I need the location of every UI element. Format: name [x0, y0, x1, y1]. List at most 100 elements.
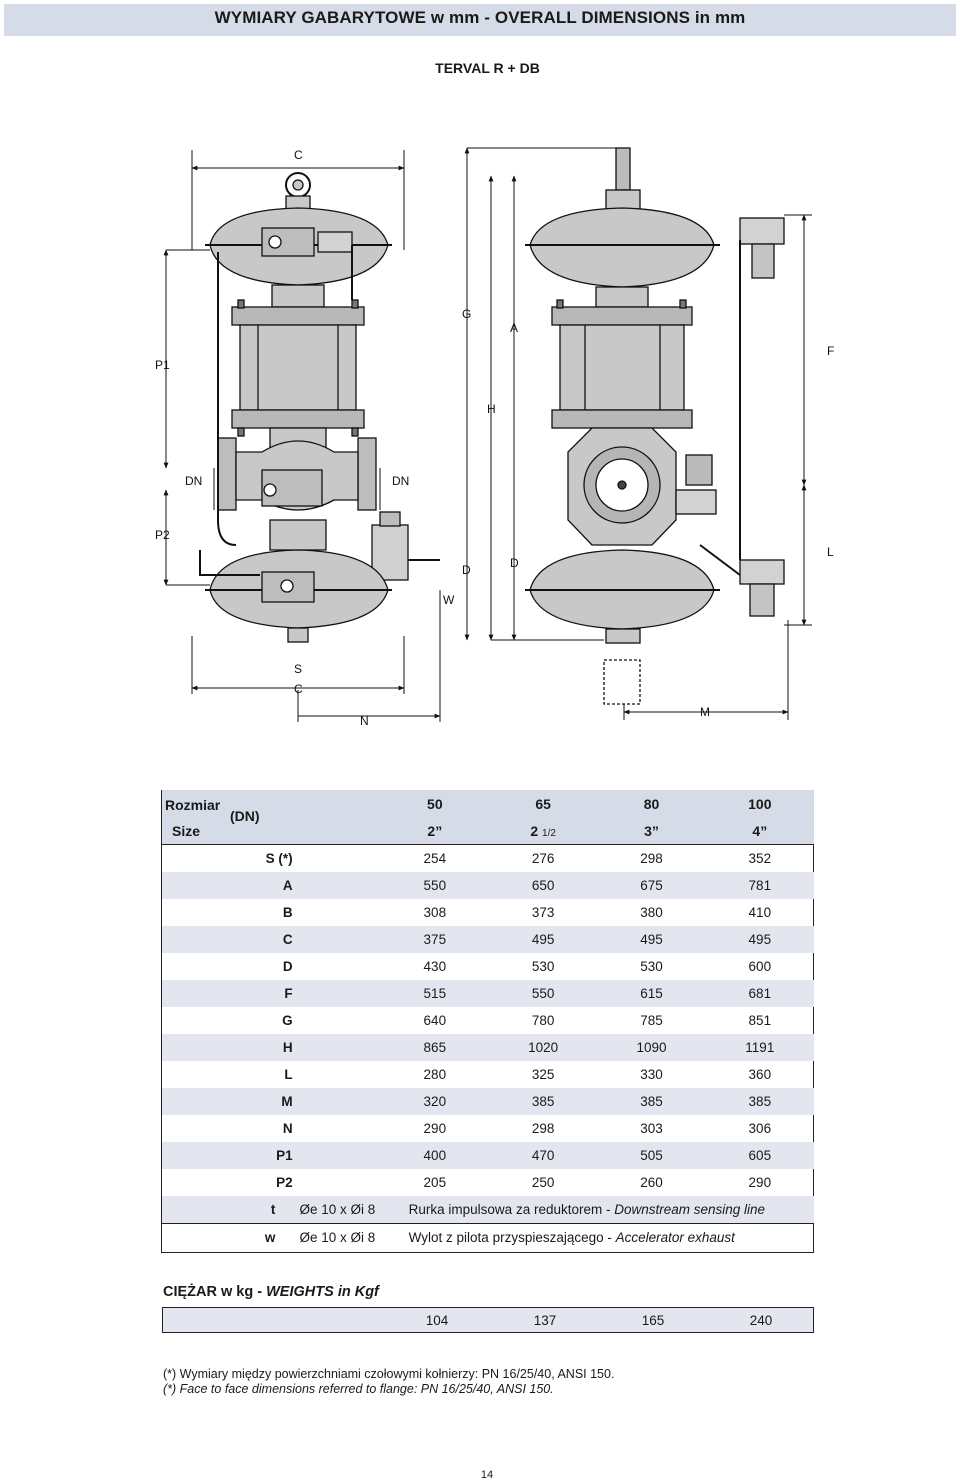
header-inch-4: 4” — [705, 817, 814, 845]
header-inch-2-half: 2 1/2 — [488, 817, 598, 845]
dimension-drawing: C G A F P1 H DN DN P2 L D D W S C N M — [155, 147, 834, 728]
row-value: 303 — [640, 1121, 663, 1136]
row-value: 430 — [423, 959, 447, 974]
dim-label-m: M — [700, 705, 710, 719]
header-rozmiar: Rozmiar — [165, 797, 221, 813]
row-key: P1 — [162, 1142, 381, 1169]
tube-desc-pl: Wylot z pilota przyspieszającego - — [408, 1230, 616, 1245]
tube-desc-en: Accelerator exhaust — [615, 1230, 735, 1245]
row-value: 380 — [640, 905, 663, 920]
row-value: 410 — [748, 905, 772, 920]
dim-label-f: F — [827, 344, 834, 358]
row-value: 550 — [380, 872, 489, 899]
tube-description: Wylot z pilota przyspieszającego - Accel… — [380, 1223, 814, 1251]
row-value: 298 — [531, 1121, 555, 1136]
row-value: 470 — [488, 1142, 598, 1169]
tube-row: w Øe 10 x Øi 8 Wylot z pilota przyspieszaj… — [162, 1223, 814, 1251]
table-header-row: Rozmiar (DN) Size 50 65 80 100 — [162, 790, 814, 845]
row-value: 320 — [380, 1088, 489, 1115]
dim-label-dn-right: DN — [392, 474, 409, 488]
dim-label-p2: P2 — [155, 528, 170, 542]
header-inch-2-half-whole: 2 — [530, 822, 543, 839]
row-key: H — [162, 1034, 381, 1061]
tube-description: Rurka impulsowa za reduktorem - Downstre… — [380, 1196, 814, 1224]
row-value: 250 — [531, 1175, 555, 1190]
row-value: 254 — [380, 844, 489, 872]
footnote-en: (*) Face to face dimensions referred to … — [163, 1382, 554, 1396]
row-value: 290 — [748, 1175, 772, 1190]
row-value: 360 — [748, 1067, 772, 1082]
row-value: 605 — [705, 1142, 814, 1169]
row-value: 276 — [488, 844, 598, 872]
row-value: 781 — [705, 872, 814, 899]
row-value: 785 — [640, 1013, 663, 1028]
row-value: 615 — [597, 980, 706, 1007]
row-value: 495 — [597, 926, 706, 953]
header-dn-50: 50 — [380, 790, 489, 817]
front-view — [199, 172, 440, 643]
row-key: M — [162, 1088, 381, 1115]
row-value: 260 — [640, 1175, 663, 1190]
header-dn-100: 100 — [705, 790, 814, 817]
tube-key: w — [264, 1230, 276, 1245]
row-key: F — [162, 980, 381, 1007]
header-dn: (DN) — [230, 808, 260, 824]
row-value: 400 — [380, 1142, 489, 1169]
row-value: 780 — [531, 1013, 555, 1028]
tube-key-cell: w Øe 10 x Øi 8 — [162, 1223, 381, 1251]
row-value: 530 — [640, 959, 663, 974]
dim-label-n: N — [360, 714, 369, 728]
row-value: 325 — [531, 1067, 555, 1082]
dimension-lines — [163, 147, 812, 722]
row-value: 865 — [380, 1034, 489, 1061]
header-band — [4, 4, 956, 36]
row-value: 385 — [488, 1088, 598, 1115]
row-value: 306 — [748, 1121, 772, 1136]
row-value: 515 — [380, 980, 489, 1007]
page-number: 14 — [480, 1469, 494, 1481]
row-key: L — [284, 1067, 293, 1082]
row-value: 385 — [705, 1088, 814, 1115]
row-value: 375 — [380, 926, 489, 953]
row-value: 1020 — [488, 1034, 598, 1061]
dim-label-g: G — [462, 307, 471, 321]
row-value: 290 — [423, 1121, 447, 1136]
weight-dn80: 165 — [641, 1313, 665, 1328]
row-key: B — [282, 905, 293, 920]
row-value: 530 — [531, 959, 555, 974]
row-value: 675 — [597, 872, 706, 899]
tube-desc-pl: Rurka impulsowa za reduktorem - — [408, 1202, 615, 1217]
row-value: 650 — [488, 872, 598, 899]
row-key: G — [282, 1013, 293, 1028]
row-value: 681 — [705, 980, 814, 1007]
row-value: 851 — [748, 1013, 772, 1028]
table-header-inch-row: 2” 2 1/2 3” 4” — [162, 817, 814, 845]
weights-label: CIĘŻAR w kg - WEIGHTS in Kgf — [163, 1284, 379, 1300]
dim-label-h: H — [487, 402, 496, 416]
tube-key: t — [270, 1202, 276, 1217]
dim-label-w: W — [443, 593, 455, 607]
footnote-pl: (*) Wymiary między powierzchniami czołow… — [163, 1367, 615, 1381]
row-value: 550 — [488, 980, 598, 1007]
tube-size: Øe 10 x Øi 8 — [299, 1230, 376, 1245]
row-key: S (*) — [162, 844, 381, 872]
dim-label-p1: P1 — [155, 358, 170, 372]
dim-label-a: A — [510, 321, 518, 335]
row-value: 600 — [748, 959, 772, 974]
dimensions-table: Rozmiar (DN) Size 50 65 80 100 2” 2 1/2 … — [162, 790, 814, 1251]
weights-label-pl: CIĘŻAR w kg - — [163, 1284, 267, 1300]
row-value: 495 — [488, 926, 598, 953]
row-value: 495 — [705, 926, 814, 953]
row-value: 298 — [597, 844, 706, 872]
